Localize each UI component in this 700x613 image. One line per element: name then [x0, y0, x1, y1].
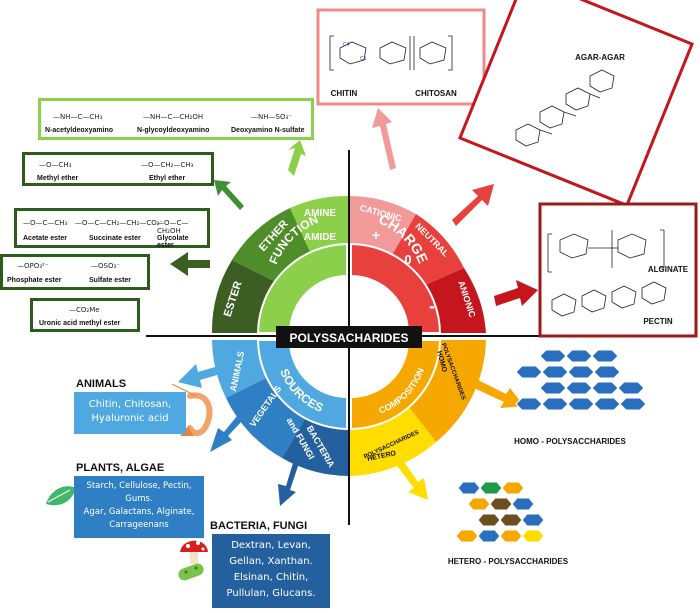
box-ester-groups-2: —OPO₃²⁻ —OSO₃⁻ Phosphate ester Sulfate e… — [0, 254, 150, 290]
label-succinate: Succinate ester — [89, 235, 141, 242]
arrow-hetero — [394, 456, 428, 500]
label-phosphate: Phosphate ester — [7, 277, 62, 284]
box-animals: Chitin, Chitosan, Hyaluronic acid — [74, 392, 186, 434]
box-ester-groups-3: —CO₂Me Uronic acid methyl ester — [30, 298, 140, 332]
plants-line-4: Carrageenans — [109, 520, 169, 530]
plants-line-3: Agar, Galactans, Alginate, — [83, 507, 195, 517]
bacteria-line-2: Gellan, Xanthan. — [229, 556, 313, 567]
formula-phosphate: —OPO₃²⁻ — [17, 262, 49, 270]
formula-methyl-ether: —O—CH₃ — [39, 161, 72, 169]
formula-n-glycoyl: —NH—C—CH₂OH — [143, 113, 204, 121]
arrows-group — [170, 108, 538, 506]
symbol-zero: 0 — [404, 252, 411, 267]
plants-line-1: Starch, Cellulose, Pectin, — [86, 481, 192, 491]
structure-alginate — [547, 229, 665, 273]
center-title: POLYSSACHARIDES — [290, 331, 409, 345]
box-alginate-pectin — [538, 202, 698, 338]
structure-pectin — [551, 281, 667, 317]
title-animals: ANIMALS — [76, 378, 127, 390]
title-plants: PLANTS, ALGAE — [76, 462, 165, 474]
structure-agar — [515, 69, 615, 147]
formula-acetate: —O—C—CH₃ — [23, 219, 68, 227]
formula-succinate: —O—C—CH₂—CH₂—CO₂⁻ — [75, 219, 164, 227]
label-n-sulfate: Deoxyamino N-sulfate — [231, 127, 305, 134]
label-agar: AGAR-AGAR — [575, 53, 625, 62]
box-ester-groups-1: —O—C—CH₃ —O—C—CH₂—CH₂—CO₂⁻ —O—C—CH₂OH Ac… — [14, 208, 210, 249]
animals-line-1: Chitin, Chitosan, — [88, 399, 172, 410]
arrow-ether — [214, 180, 244, 210]
ring-label-c1: C1 — [360, 56, 367, 62]
arrow-homo — [474, 380, 524, 408]
animals-line-2: Hyaluronic acid — [91, 413, 169, 424]
leaf-icon — [46, 486, 76, 506]
label-n-acetyl: N-acetyldeoxyamino — [45, 127, 114, 134]
label-chitosan: CHITOSAN — [415, 89, 457, 98]
label-alginate: ALGINATE — [648, 265, 689, 274]
label-uronic: Uronic acid methyl ester — [39, 320, 121, 327]
arrow-anionic — [494, 280, 538, 306]
bacteria-line-1: Dextran, Levan, — [231, 540, 311, 551]
inner-composition — [350, 339, 442, 431]
homo-hexagons — [515, 349, 647, 411]
mushroom-icon — [180, 540, 208, 564]
segment-label-amine: AMINE — [304, 208, 337, 219]
ring-label-c4: C4 — [343, 42, 350, 48]
label-n-glycoyl: N-glycoyldeoxyamino — [137, 127, 210, 134]
formula-uronic: —CO₂Me — [69, 306, 100, 314]
box-chitin-chitosan — [316, 8, 486, 106]
box-plants: Starch, Cellulose, Pectin, Gums. Agar, G… — [74, 476, 204, 538]
formula-sulfate: —OSO₃⁻ — [91, 262, 120, 270]
formula-glycolate: —O—C—CH₂OH — [157, 219, 189, 235]
bacteria-icon — [178, 563, 204, 581]
label-pectin: PECTIN — [643, 317, 673, 326]
formula-ethyl-ether: —O—CH₂—CH₃ — [141, 161, 194, 169]
symbol-plus: + — [372, 227, 380, 243]
bacteria-line-3: Elsinan, Chitin, — [233, 572, 309, 583]
box-ether-groups: —O—CH₃ —O—CH₂—CH₃ Methyl ether Ethyl eth… — [22, 152, 214, 186]
box-agar — [458, 0, 694, 208]
box-amino-groups: —NH—C—CH₃ —NH—C—CH₂OH —NH—SO₃⁻ N-acetyld… — [38, 98, 314, 140]
center-title-bg — [276, 326, 422, 348]
formula-n-acetyl: —NH—C—CH₃ — [53, 113, 103, 121]
bacteria-line-4: Pullulan, Glucans. — [226, 588, 316, 599]
segment-label-amide: AMIDE — [304, 232, 337, 243]
label-acetate: Acetate ester — [23, 235, 67, 242]
plants-line-2: Gums. — [125, 494, 153, 504]
label-chitin: CHITIN — [331, 89, 358, 98]
inner-sources — [256, 339, 348, 431]
arrow-neutral — [452, 184, 494, 226]
segment-amine — [290, 195, 348, 256]
structure-chitin — [329, 35, 453, 71]
arrow-cationic — [372, 108, 396, 170]
inner-ring — [256, 242, 442, 431]
label-glycolate: Glycolate ester — [157, 235, 189, 249]
arrow-amino — [288, 140, 306, 176]
hetero-hexagons — [455, 481, 545, 543]
arrow-ester — [170, 252, 210, 276]
label-hetero: HETERO - POLYSACCHARIDES — [448, 557, 569, 566]
outer-ring — [211, 195, 486, 476]
title-bacteria: BACTERIA, FUNGI — [210, 520, 308, 532]
segment-homo — [402, 340, 486, 442]
formula-n-sulfate: —NH—SO₃⁻ — [251, 113, 292, 121]
inner-function — [256, 242, 348, 334]
inner-charge — [350, 242, 442, 334]
label-homo: HOMO - POLYSACCHARIDES — [514, 437, 626, 446]
box-bacteria: Dextran, Levan, Gellan, Xanthan. Elsinan… — [212, 534, 330, 608]
label-sulfate: Sulfate ester — [89, 277, 132, 284]
label-ethyl-ether: Ethyl ether — [149, 175, 186, 182]
symbol-minus: - — [429, 296, 435, 316]
label-methyl-ether: Methyl ether — [37, 175, 79, 182]
